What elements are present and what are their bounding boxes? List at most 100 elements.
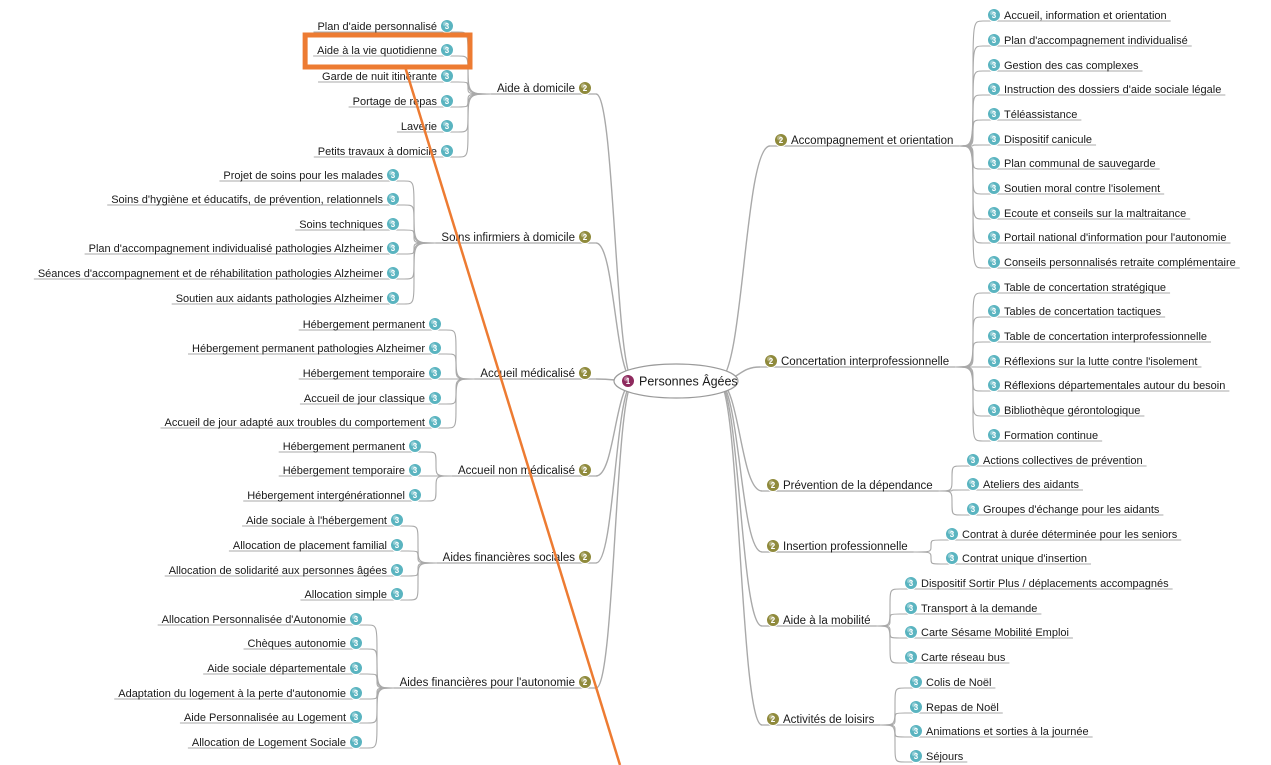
branch-label: Concertation interprofessionnelle (781, 356, 949, 368)
level-3-icon: 3 (987, 181, 1001, 195)
branch-concertation-interprofessionnelle[interactable]: 2 Concertation interprofessionnelle (760, 354, 956, 369)
svg-text:3: 3 (433, 394, 438, 403)
node-accueil-de-jour-classique[interactable]: 3 Accueil de jour classique (299, 391, 446, 406)
svg-text:2: 2 (779, 136, 784, 145)
branch-label: Accompagnement et orientation (791, 135, 953, 147)
svg-text:3: 3 (445, 147, 450, 156)
leaf-connector (959, 70, 984, 147)
branch-connector (595, 380, 635, 477)
leaf-label: Garde de nuit itinérante (322, 71, 437, 83)
leaf-connector (445, 378, 475, 429)
leaf-label: Tables de concertation tactiques (1004, 306, 1162, 318)
svg-text:2: 2 (769, 357, 774, 366)
level-2-icon: 2 (764, 354, 778, 368)
leaf-connector (955, 366, 984, 417)
level-3-icon: 3 (390, 587, 404, 601)
svg-text:3: 3 (445, 72, 450, 81)
leaf-label: Allocation simple (304, 589, 387, 601)
branch-label: Soins infirmiers à domicile (441, 232, 575, 244)
node-garde-de-nuit-itinerante[interactable]: 3 Garde de nuit itinérante (318, 69, 458, 84)
leaf-label: Conseils personnalisés retraite compléme… (1004, 257, 1236, 269)
svg-text:3: 3 (992, 36, 997, 45)
level-3-icon: 3 (987, 82, 1001, 96)
branch-accompagnement-et-orientation[interactable]: 2 Accompagnement et orientation (770, 133, 960, 148)
leaf-label: Accueil de jour classique (304, 393, 425, 405)
level-3-icon: 3 (408, 488, 422, 502)
leaf-connector (959, 45, 984, 147)
leaf-connector (876, 625, 901, 664)
svg-text:2: 2 (771, 542, 776, 551)
